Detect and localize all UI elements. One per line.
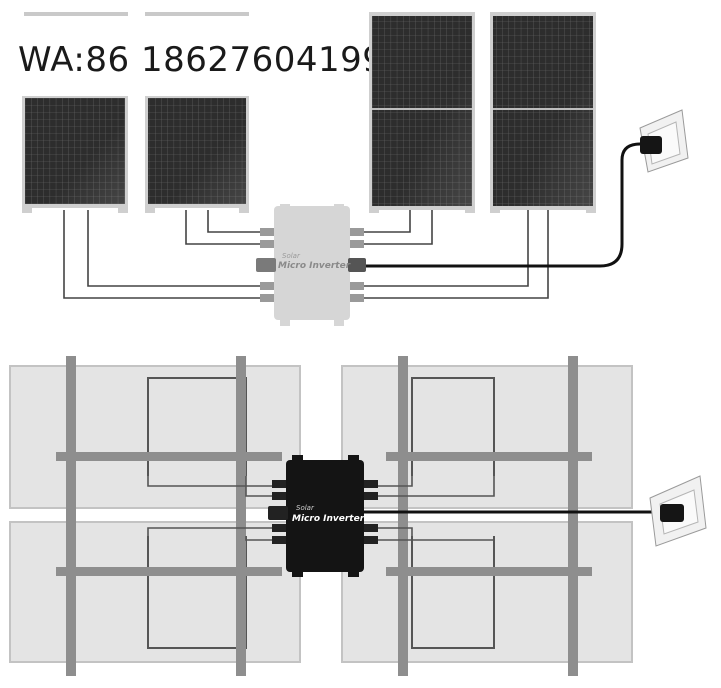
mounting-rails	[56, 356, 592, 676]
solar-panel-back-1	[9, 365, 301, 509]
solar-panel-front-3	[369, 12, 475, 213]
inverter-top-brand: Solar	[282, 252, 301, 260]
solar-panel-back-2	[341, 365, 633, 509]
contact-phone-text: WA:86 18627604199	[18, 40, 385, 80]
solar-panel-back-4	[341, 521, 633, 663]
rail-top-left-2	[145, 12, 249, 16]
plug-icon-bottom	[660, 504, 684, 522]
inverter-bottom-model: Micro Inverter	[292, 514, 365, 524]
solar-panel-front-4	[490, 12, 596, 213]
plug-icon	[640, 136, 662, 154]
solar-panel-back-3	[9, 521, 301, 663]
micro-inverter-bottom: Solar Micro Inverter	[268, 455, 378, 577]
inverter-bottom-brand: Solar	[296, 504, 315, 512]
wall-socket-icon	[639, 109, 689, 173]
panel-cables-bottom	[147, 476, 495, 541]
inverter-top-model: Micro Inverter	[278, 261, 351, 271]
ac-cable-top	[352, 142, 652, 268]
solar-panel-front-2	[145, 96, 249, 213]
wall-socket-icon-bottom	[649, 475, 707, 547]
panel-cables-top	[63, 210, 549, 299]
solar-panel-front-1	[22, 96, 128, 213]
micro-inverter-top: Solar Micro Inverter	[256, 204, 366, 326]
rail-top-left-1	[24, 12, 128, 16]
